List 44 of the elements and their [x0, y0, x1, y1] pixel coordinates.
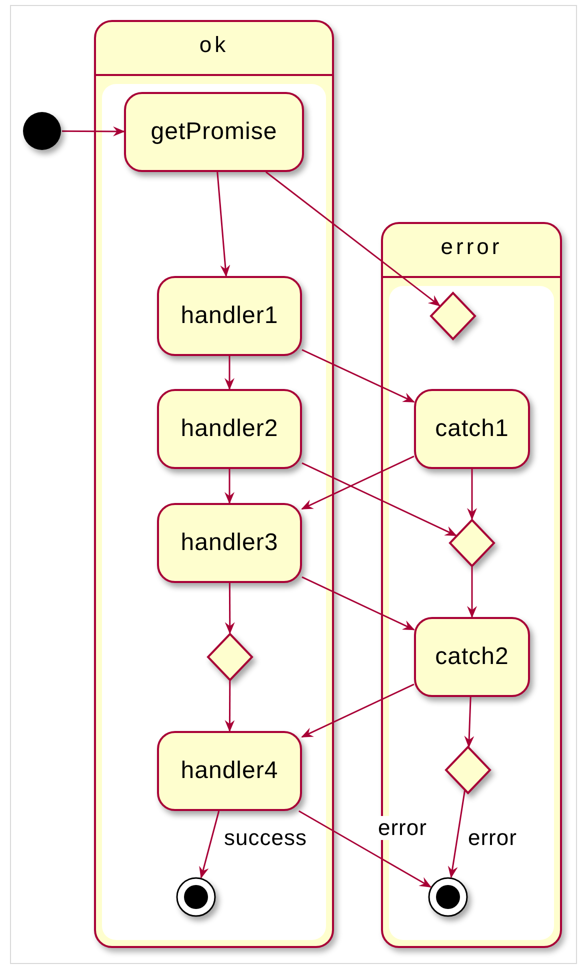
decision-diamond	[449, 519, 495, 567]
decision-diamond	[430, 292, 476, 340]
swimlane	[381, 222, 562, 948]
activity-label: catch2	[435, 643, 509, 671]
start-node	[22, 111, 62, 151]
arrow	[467, 567, 477, 618]
activity-box	[157, 389, 302, 469]
decision-diamond	[445, 746, 491, 794]
arrow	[298, 810, 432, 888]
arrow	[224, 583, 235, 634]
activity-box	[414, 617, 530, 697]
arrow	[467, 469, 477, 520]
edge-label: error	[376, 816, 429, 840]
arrow	[266, 171, 441, 306]
activity-label: handler2	[180, 415, 278, 443]
activity-box	[414, 389, 530, 469]
arrow	[216, 172, 230, 277]
end-node	[428, 877, 468, 917]
activity-box	[157, 503, 302, 583]
arrow	[301, 456, 414, 510]
activity-box	[157, 731, 302, 811]
lane-title: error	[440, 234, 504, 260]
arrow	[224, 680, 235, 732]
activity-label: catch1	[435, 415, 509, 443]
activity-label: handler4	[180, 757, 278, 785]
activity-box	[157, 276, 302, 356]
activity-label: handler1	[180, 302, 278, 330]
arrow	[302, 462, 458, 536]
lane-title: ok	[198, 32, 230, 58]
arrow	[301, 684, 414, 738]
activity-box	[124, 92, 304, 172]
arrow	[62, 126, 125, 136]
end-node	[176, 877, 216, 917]
arrow	[448, 790, 466, 878]
arrow	[464, 696, 474, 748]
arrow	[302, 576, 415, 630]
arrow	[224, 356, 234, 390]
decision-diamond	[207, 633, 253, 681]
activity-label: getPromise	[150, 118, 278, 146]
arrow	[224, 469, 234, 504]
arrow	[199, 810, 220, 879]
swimlane	[94, 20, 334, 948]
activity-label: handler3	[180, 529, 278, 557]
arrow	[302, 349, 415, 403]
